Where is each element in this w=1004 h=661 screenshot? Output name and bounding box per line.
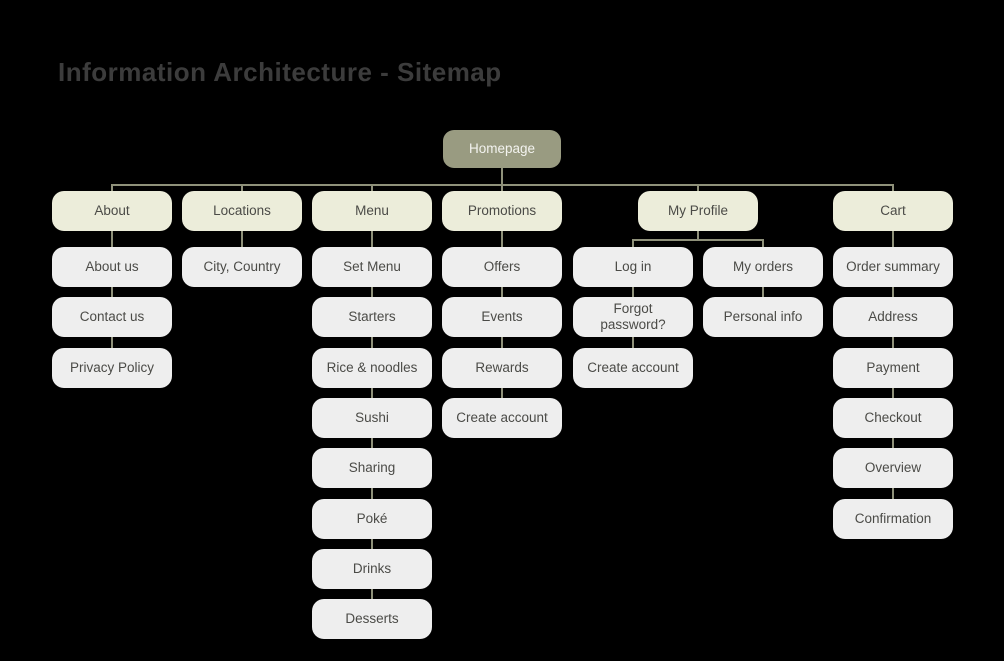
node-log-in: Log in xyxy=(573,247,693,287)
node-set-menu: Set Menu xyxy=(312,247,432,287)
node-privacy-policy: Privacy Policy xyxy=(52,348,172,388)
node-events: Events xyxy=(442,297,562,337)
node-cart: Cart xyxy=(833,191,953,231)
connector-profile-split xyxy=(632,239,764,241)
node-about-us: About us xyxy=(52,247,172,287)
node-about: About xyxy=(52,191,172,231)
node-contact-us: Contact us xyxy=(52,297,172,337)
node-sharing: Sharing xyxy=(312,448,432,488)
node-rice-noodles: Rice & noodles xyxy=(312,348,432,388)
node-create-account-promo: Create account xyxy=(442,398,562,438)
connector-cart-column xyxy=(892,184,894,499)
node-create-account-profile: Create account xyxy=(573,348,693,388)
node-menu: Menu xyxy=(312,191,432,231)
connector-homepage-drop xyxy=(501,167,503,185)
node-confirmation: Confirmation xyxy=(833,499,953,539)
node-overview: Overview xyxy=(833,448,953,488)
node-locations: Locations xyxy=(182,191,302,231)
node-checkout: Checkout xyxy=(833,398,953,438)
page-title: Information Architecture - Sitemap xyxy=(58,57,502,87)
node-drinks: Drinks xyxy=(312,549,432,589)
node-sushi: Sushi xyxy=(312,398,432,438)
node-payment: Payment xyxy=(833,348,953,388)
connector-menu-column xyxy=(371,184,373,599)
node-poke: Poké xyxy=(312,499,432,539)
node-homepage: Homepage xyxy=(443,130,561,168)
node-desserts: Desserts xyxy=(312,599,432,639)
node-my-profile: My Profile xyxy=(638,191,758,231)
node-order-summary: Order summary xyxy=(833,247,953,287)
node-personal-info: Personal info xyxy=(703,297,823,337)
node-starters: Starters xyxy=(312,297,432,337)
node-rewards: Rewards xyxy=(442,348,562,388)
node-address: Address xyxy=(833,297,953,337)
node-promotions: Promotions xyxy=(442,191,562,231)
node-city-country: City, Country xyxy=(182,247,302,287)
node-my-orders: My orders xyxy=(703,247,823,287)
connector-login-column xyxy=(632,239,634,348)
connector-promotions-column xyxy=(501,184,503,398)
node-offers: Offers xyxy=(442,247,562,287)
node-forgot-password: Forgot password? xyxy=(573,297,693,337)
